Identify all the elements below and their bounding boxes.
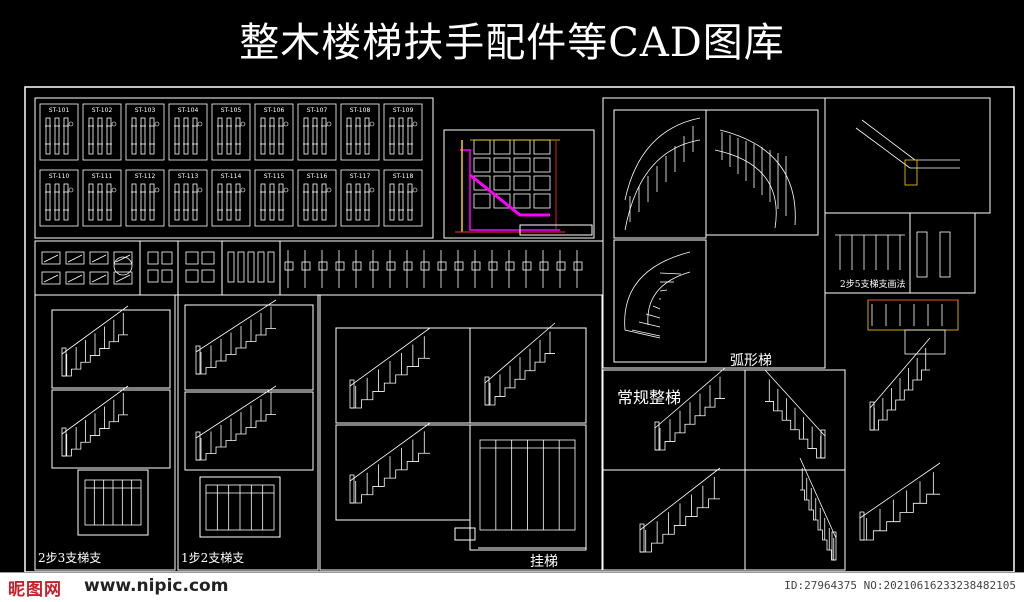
label-conventional-stair: 常规整梯 — [617, 388, 681, 407]
label-arc-stair: 弧形梯 — [730, 353, 772, 369]
baluster-card: ST-110 — [39, 169, 79, 227]
baluster-card: ST-114 — [211, 169, 251, 227]
baluster-card: ST-104 — [168, 103, 208, 161]
baluster-card: ST-108 — [340, 103, 380, 161]
baluster-code: ST-112 — [135, 173, 156, 180]
baluster-card: ST-106 — [254, 103, 294, 161]
baluster-code: ST-117 — [350, 173, 371, 180]
page-title: 整木楼梯扶手配件等CAD图库 — [239, 20, 785, 66]
baluster-card: ST-115 — [254, 169, 294, 227]
brand-logo: 昵图网 — [8, 580, 62, 600]
panel-hanging-stair — [319, 294, 603, 571]
baluster-card: ST-102 — [82, 103, 122, 161]
baluster-card: ST-113 — [168, 169, 208, 227]
baluster-code: ST-111 — [92, 173, 113, 180]
label-two-step-five: 2步5支梯支画法 — [840, 278, 905, 290]
panel-one-step-two — [177, 294, 319, 571]
label-one-step-two: 1步2支梯支 — [181, 551, 244, 565]
right-column-drawings — [859, 299, 959, 541]
panel-arc-stair — [602, 97, 826, 369]
baluster-card: ST-116 — [297, 169, 337, 227]
baluster-card: ST-117 — [340, 169, 380, 227]
label-two-step-three: 2步3支梯支 — [38, 551, 101, 565]
baluster-code: ST-103 — [135, 107, 156, 114]
watermark-bar: 昵图网 www.nipic.com ID:27964375 NO:2021061… — [0, 572, 1024, 602]
connector-details-strip — [34, 240, 604, 296]
baluster-code: ST-102 — [92, 107, 113, 114]
baluster-code: ST-101 — [49, 107, 70, 114]
baluster-code: ST-106 — [264, 107, 285, 114]
brand-url: www.nipic.com — [84, 576, 229, 596]
baluster-row-1: ST-101 ST-102 ST-103 ST-104 ST-105 ST-106 ST-1… — [39, 103, 423, 161]
baluster-row-2: ST-110 ST-111 ST-112 ST-113 ST-114 ST-115 ST-1… — [39, 169, 423, 227]
baluster-code: ST-107 — [307, 107, 328, 114]
panel-two-step-three — [34, 294, 176, 571]
panel-handrail-detail — [824, 97, 991, 214]
baluster-code: ST-110 — [49, 173, 70, 180]
image-id: ID:27964375 NO:20210616233238482105 — [784, 579, 1016, 592]
baluster-code: ST-113 — [178, 173, 199, 180]
stair-section-elevation — [443, 129, 595, 239]
panel-two-step-five — [824, 212, 976, 294]
baluster-code: ST-109 — [393, 107, 414, 114]
panel-conventional-stair — [602, 367, 846, 571]
baluster-card: ST-109 — [383, 103, 423, 161]
baluster-code: ST-115 — [264, 173, 285, 180]
baluster-code: ST-114 — [221, 173, 242, 180]
baluster-card: ST-107 — [297, 103, 337, 161]
baluster-card: ST-112 — [125, 169, 165, 227]
baluster-code: ST-116 — [307, 173, 328, 180]
baluster-card: ST-118 — [383, 169, 423, 227]
baluster-code: ST-108 — [350, 107, 371, 114]
baluster-card: ST-105 — [211, 103, 251, 161]
label-hanging-stair: 挂梯 — [530, 554, 558, 570]
baluster-card: ST-101 — [39, 103, 79, 161]
baluster-card: ST-111 — [82, 169, 122, 227]
baluster-code: ST-105 — [221, 107, 242, 114]
baluster-code: ST-118 — [393, 173, 414, 180]
baluster-code: ST-104 — [178, 107, 199, 114]
baluster-card: ST-103 — [125, 103, 165, 161]
